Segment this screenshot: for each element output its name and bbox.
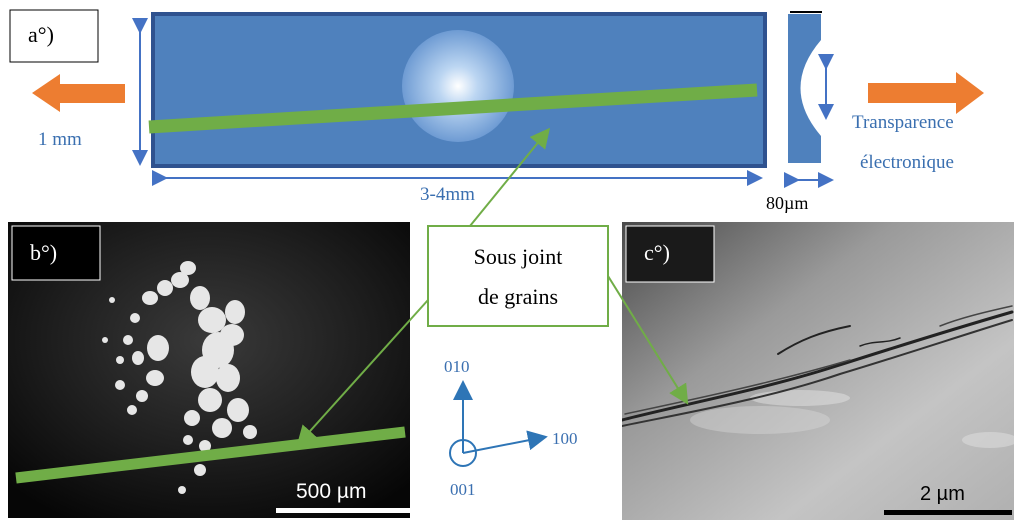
callout: Sous joint de grains	[296, 127, 689, 446]
panel-b: b°) 500 µm	[8, 222, 410, 518]
panel-c: c°) 2 µm	[622, 222, 1014, 520]
callout-pointer-c	[607, 275, 689, 405]
callout-line2: de grains	[478, 284, 558, 309]
panel-c-scale-label: 2 µm	[920, 483, 965, 505]
panel-c-label: c°)	[644, 240, 670, 265]
callout-pointer-a	[469, 127, 551, 227]
callout-box	[427, 225, 609, 327]
x-axis-label: 100	[552, 429, 578, 448]
thinned-region	[402, 30, 514, 142]
panel-c-label-box	[625, 225, 715, 283]
height-label: 1 mm	[38, 129, 82, 150]
length-label: 3-4mm	[420, 184, 475, 205]
panel-c-scale-bar	[884, 510, 1012, 515]
transparency-label-line2: électronique	[860, 152, 954, 173]
callout-pointer-b	[296, 299, 429, 446]
z-axis-label: 001	[450, 480, 476, 499]
panel-b-scale-label: 500 µm	[296, 480, 366, 503]
sub-grain-boundary-line	[148, 83, 758, 134]
panel-a: a°) 1 mm 3-4mm 80µm Transparence électro…	[9, 9, 984, 213]
panel-b-scale-bar	[276, 508, 410, 513]
left-orange-arrow	[32, 74, 125, 112]
side-view-dimple	[800, 40, 821, 136]
dislocation-lines	[622, 305, 1014, 427]
x-axis-arrow	[462, 430, 548, 454]
transparency-label-line1: Transparence	[852, 112, 954, 133]
panel-a-label: a°)	[28, 22, 54, 47]
thickness-label: 80µm	[766, 193, 808, 213]
panel-b-label: b°)	[30, 240, 57, 265]
panel-a-label-box	[9, 9, 99, 63]
bright-spots	[102, 261, 257, 494]
panel-b-label-box	[11, 225, 101, 281]
y-axis-label: 010	[444, 357, 470, 376]
callout-line1: Sous joint	[474, 244, 563, 269]
panel-b-boundary-line	[15, 426, 406, 484]
right-orange-arrow	[868, 72, 984, 114]
crystal-axes: 010 100 001	[444, 357, 578, 499]
